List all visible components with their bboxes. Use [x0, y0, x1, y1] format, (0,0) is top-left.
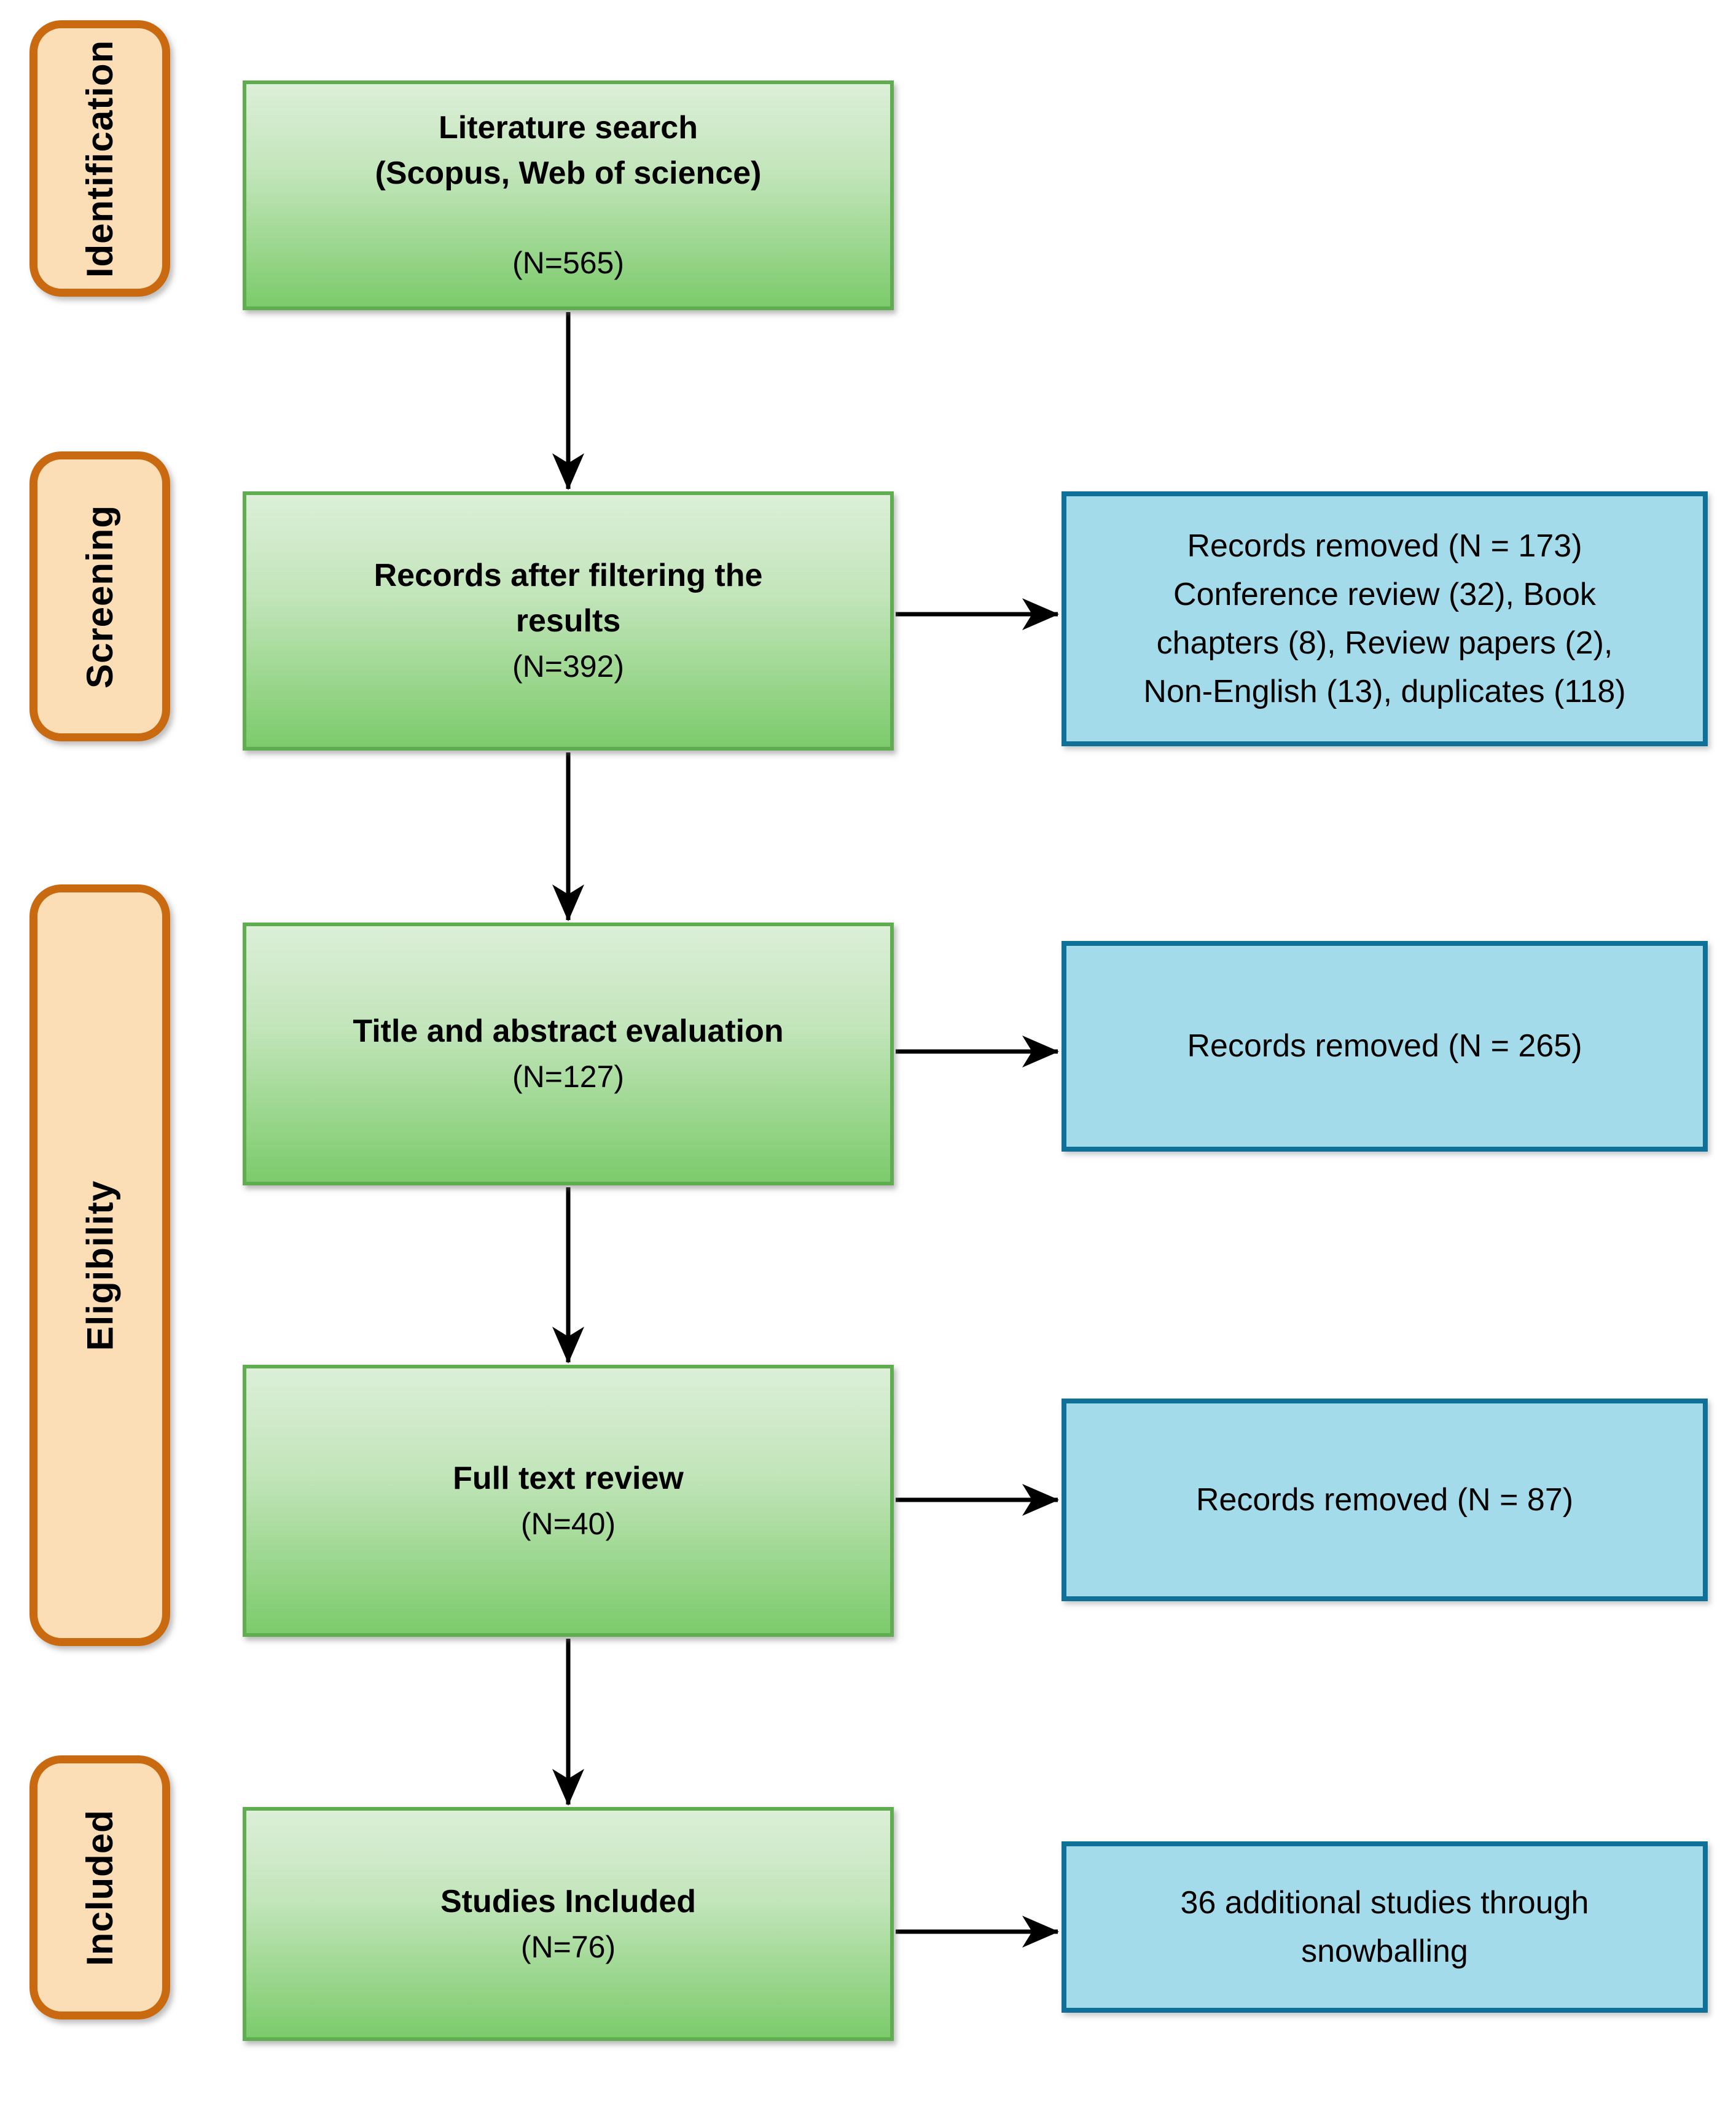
process-box-literature-search-count: (N=565): [512, 246, 625, 280]
stage-label-eligibility: Eligibility: [29, 884, 170, 1646]
process-box-full-text-review: Full text review (N=40): [243, 1365, 894, 1637]
process-box-literature-search: Literature search(Scopus, Web of science…: [243, 80, 894, 310]
side-box-records-removed-265: Records removed (N = 265): [1062, 941, 1708, 1152]
process-box-literature-search-title: Literature search(Scopus, Web of science…: [375, 110, 762, 191]
stage-label-identification-text: Identification: [79, 39, 120, 278]
stage-label-screening: Screening: [29, 451, 170, 741]
process-box-title-abstract-evaluation-title: Title and abstract evaluation: [353, 1013, 784, 1049]
process-box-full-text-review-title: Full text review: [453, 1460, 684, 1496]
stage-label-included: Included: [29, 1755, 170, 2019]
process-box-studies-included: Studies Included (N=76): [243, 1807, 894, 2041]
stage-label-identification: Identification: [29, 20, 170, 297]
process-box-title-abstract-evaluation-count: (N=127): [512, 1059, 625, 1094]
process-box-studies-included-title: Studies Included: [440, 1883, 697, 1919]
side-box-records-removed-173-text: Records removed (N = 173)Conference revi…: [1143, 528, 1626, 709]
side-box-records-removed-87: Records removed (N = 87): [1062, 1399, 1708, 1601]
stage-label-eligibility-text: Eligibility: [79, 1180, 121, 1351]
process-box-title-abstract-evaluation: Title and abstract evaluation (N=127): [243, 923, 894, 1185]
process-box-full-text-review-count: (N=40): [520, 1506, 616, 1541]
side-box-records-removed-87-text: Records removed (N = 87): [1195, 1481, 1574, 1518]
process-box-studies-included-count: (N=76): [520, 1929, 616, 1964]
stage-label-included-text: Included: [79, 1809, 120, 1966]
process-box-records-after-filtering-count: (N=392): [512, 649, 625, 684]
side-box-records-removed-265-text: Records removed (N = 265): [1187, 1028, 1582, 1064]
stage-label-screening-text: Screening: [79, 504, 121, 689]
side-box-records-removed-173: Records removed (N = 173)Conference revi…: [1062, 491, 1708, 746]
